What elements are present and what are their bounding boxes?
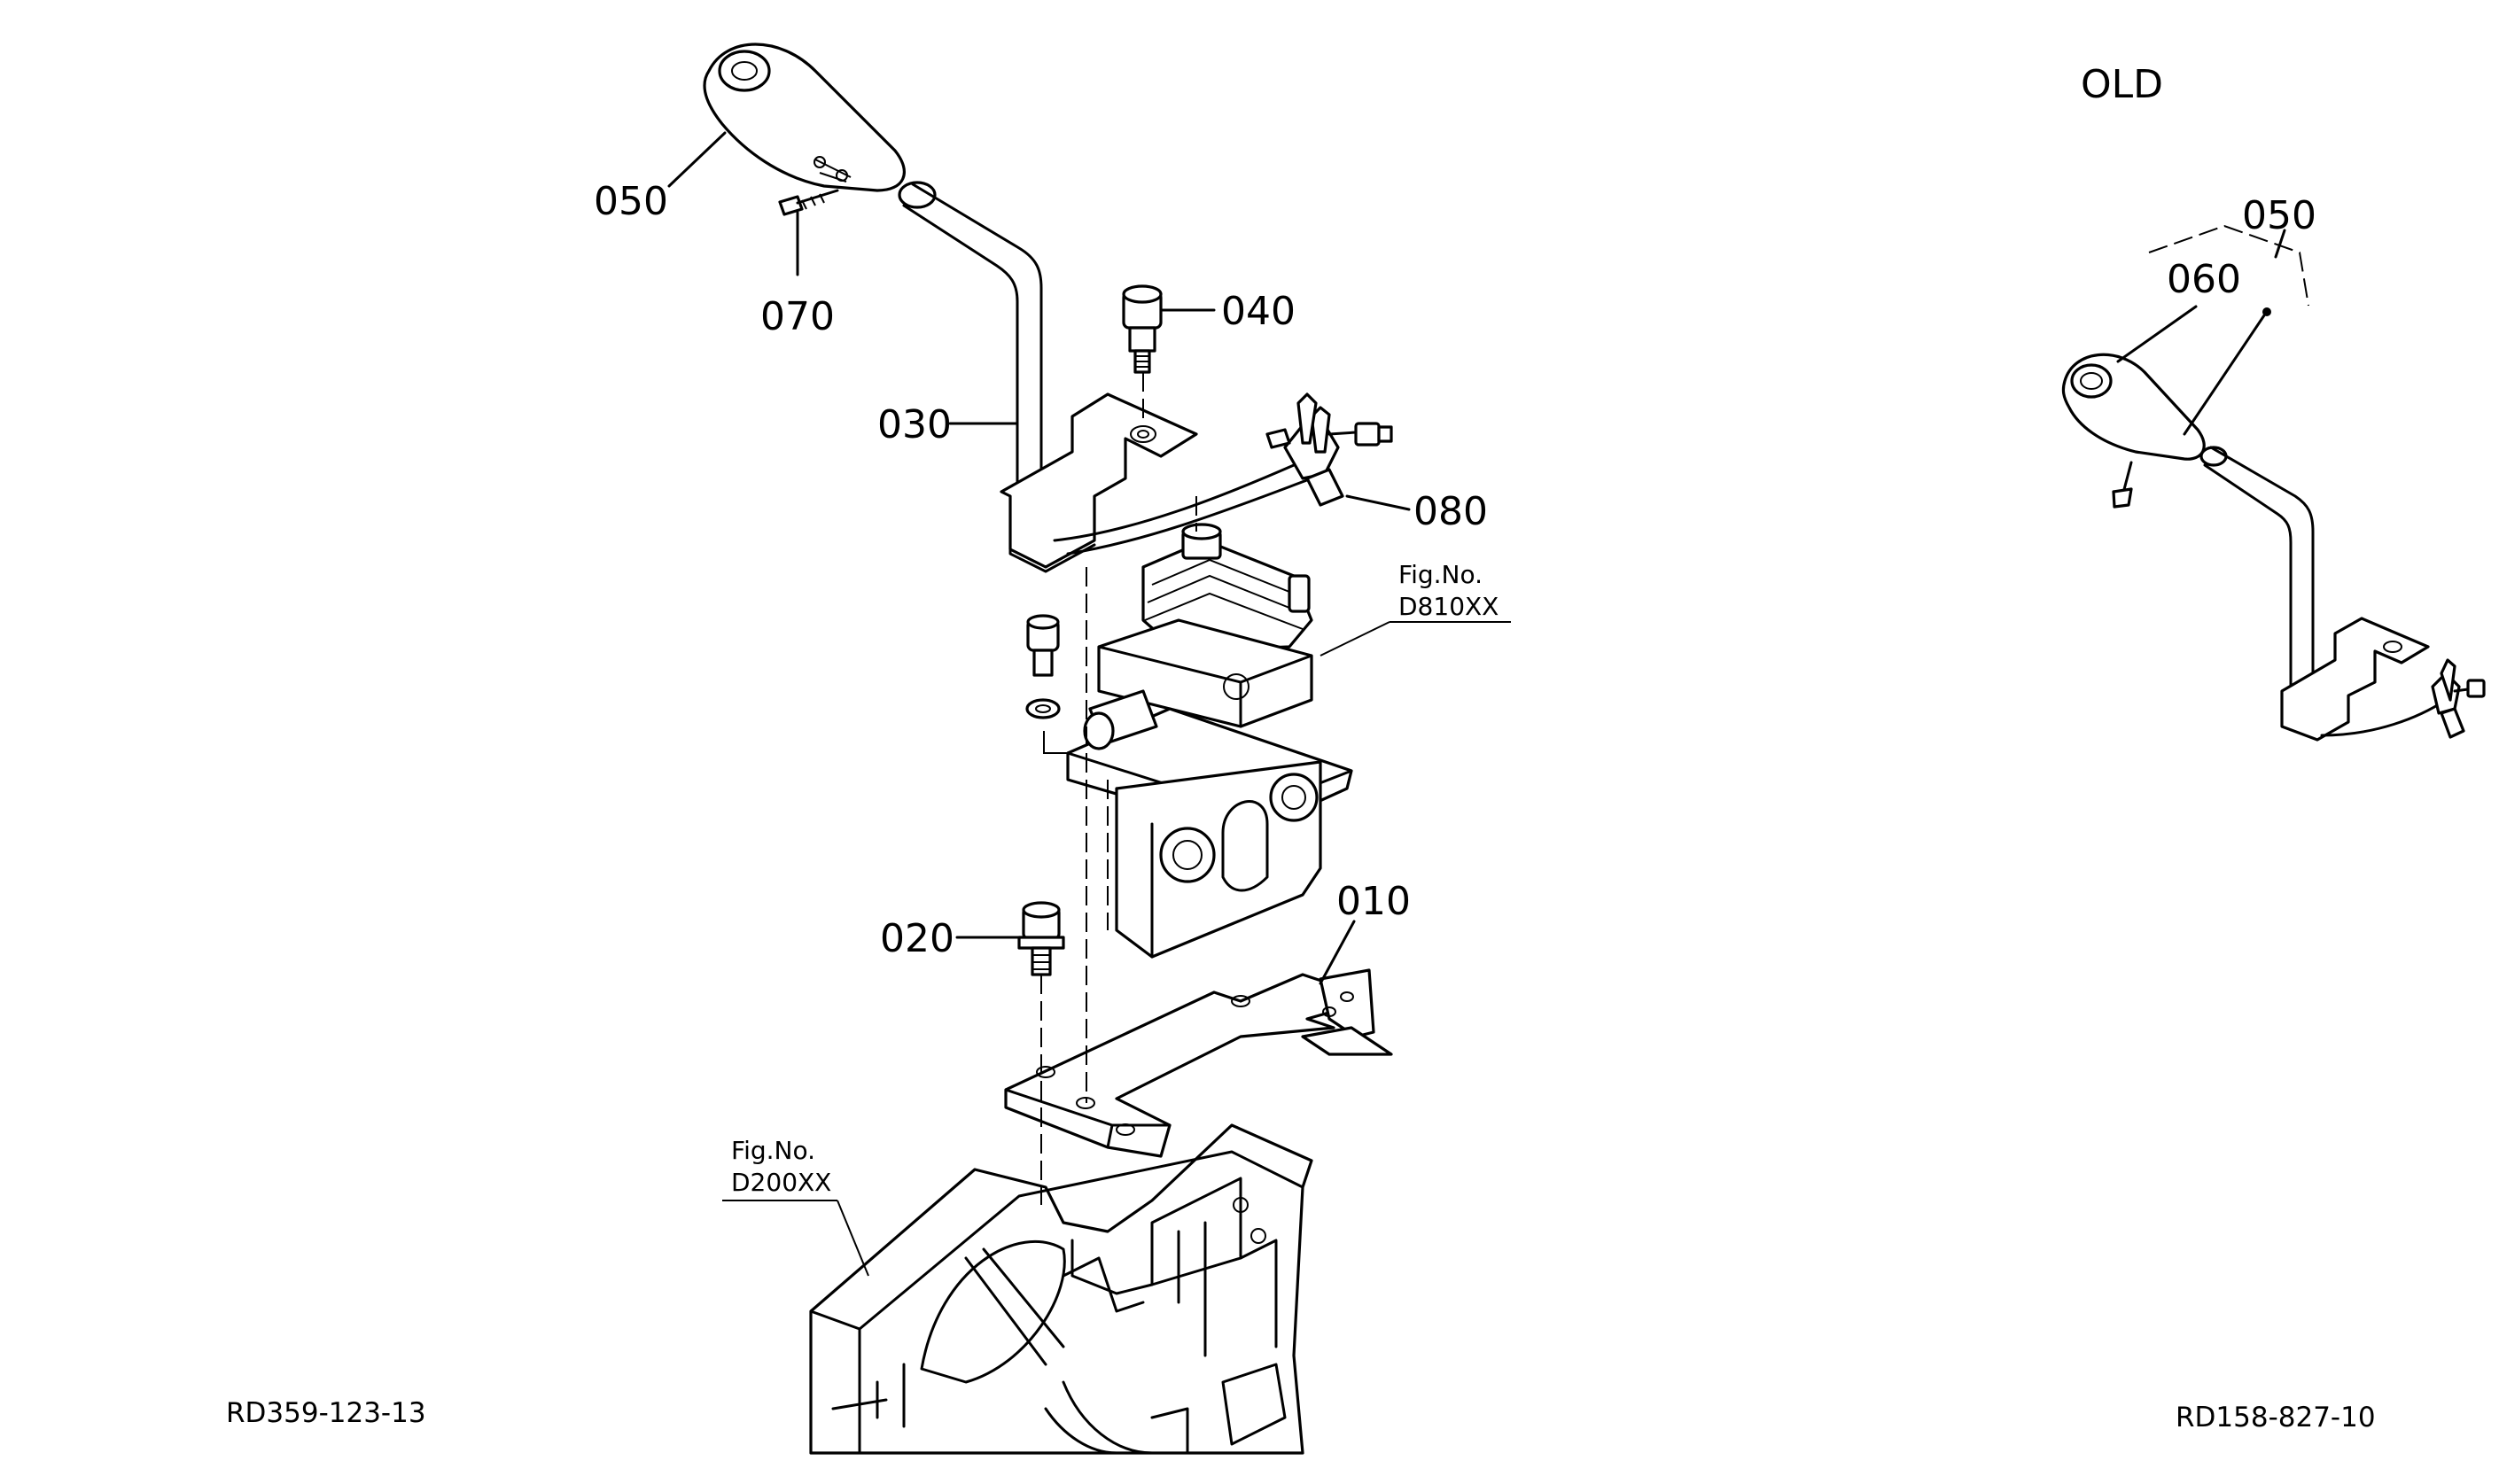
bolt-020[interactable] — [1017, 901, 1065, 976]
callout-old-050[interactable]: 050 — [2242, 193, 2316, 238]
lever-bracket[interactable] — [1000, 392, 1198, 573]
callout-040[interactable]: 040 — [1221, 289, 1296, 334]
wire-harness[interactable] — [1053, 392, 1393, 556]
fig-ref-d200-code[interactable]: D200XX — [731, 1168, 831, 1197]
old-lever-assembly — [2061, 224, 2486, 742]
callout-old-060[interactable]: 060 — [2167, 257, 2241, 302]
control-valve[interactable] — [1066, 523, 1353, 959]
callout-050[interactable]: 050 — [594, 179, 668, 224]
leader-lines — [667, 131, 1511, 1277]
fig-ref-d810-code[interactable]: D810XX — [1398, 592, 1499, 621]
callout-010[interactable]: 010 — [1336, 879, 1411, 924]
callout-020[interactable]: 020 — [880, 916, 954, 961]
mount-plate-010[interactable] — [1004, 968, 1393, 1158]
drawing-number-left: RD359-123-13 — [226, 1397, 426, 1429]
callout-070[interactable]: 070 — [760, 294, 835, 339]
plug-040[interactable] — [1122, 284, 1163, 374]
valve-bolt[interactable] — [1025, 614, 1068, 754]
drawing-number-right: RD158-827-10 — [2176, 1402, 2376, 1433]
inset-title-old: OLD — [2081, 62, 2163, 107]
fig-ref-d810-label[interactable]: Fig.No. — [1398, 560, 1483, 589]
lever-knob[interactable] — [703, 43, 906, 192]
frame-housing[interactable] — [809, 1123, 1313, 1455]
fig-ref-d200-label[interactable]: Fig.No. — [731, 1136, 815, 1165]
screw-070[interactable] — [778, 189, 839, 216]
alignment-lines — [1040, 372, 1197, 1205]
old-leader-lines — [2116, 229, 2286, 436]
lever-shaft[interactable] — [898, 181, 1043, 493]
callout-080[interactable]: 080 — [1413, 489, 1488, 534]
callout-030[interactable]: 030 — [877, 402, 952, 447]
